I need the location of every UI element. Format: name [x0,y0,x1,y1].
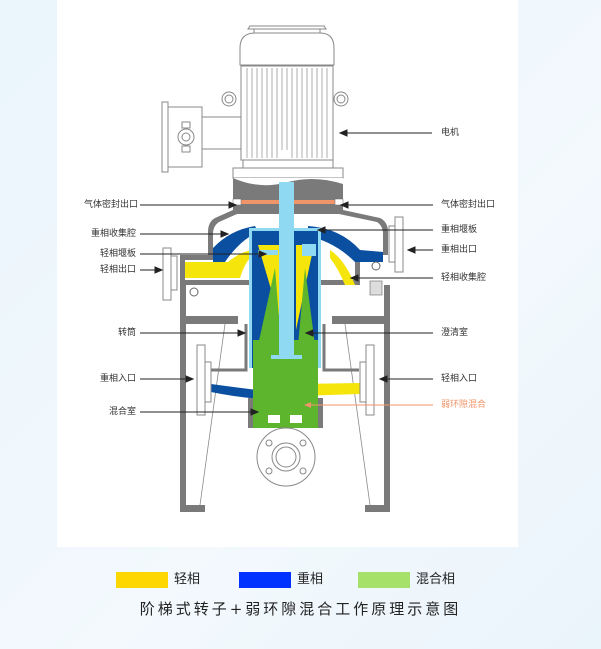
label-rotor-drum: 转筒 [117,328,136,338]
label-heavy-collect-chamber: 重相收集腔 [90,229,136,239]
legend-label: 重相 [297,572,324,587]
label-motor: 电机 [441,128,460,138]
legend: 轻相 重相 混合相 [0,572,601,590]
motor-icon [161,25,349,179]
heavy-phase-swatch [239,572,291,588]
label-light-outlet: 轻相出口 [99,265,136,275]
figure-caption: 阶梯式转子+弱环隙混合工作原理示意图 [139,600,462,618]
label-heavy-outlet: 重相出口 [441,245,478,255]
label-mixing-chamber: 混合室 [108,407,136,417]
legend-label: 混合相 [416,572,456,587]
flange-heavy-inlet [196,344,206,416]
label-gas-seal-outlet-right: 气体密封出口 [441,200,496,210]
label-heavy-inlet: 重相入口 [99,374,136,384]
label-annular-gap-mixing: 弱环隙混合 [441,400,487,410]
label-heavy-weir: 重相堰板 [441,225,478,235]
label-light-weir: 轻相堰板 [99,249,136,259]
mixing-chamber [248,368,323,443]
shaft [279,182,294,355]
lower-frame [180,285,390,512]
label-light-collect-chamber: 轻相收集腔 [441,273,487,283]
flange-right-top [388,216,404,273]
bottom-flange [256,427,316,487]
label-light-inlet: 轻相入口 [441,374,478,384]
mixed-phase-swatch [358,572,410,588]
legend-label: 轻相 [174,572,201,587]
label-clarifying-chamber: 澄清室 [441,328,469,338]
label-gas-seal-outlet-left: 气体密封出口 [84,200,139,210]
centrifugal-extractor-diagram [140,25,433,512]
light-phase-swatch [116,572,168,588]
flange-left-top [162,247,178,301]
